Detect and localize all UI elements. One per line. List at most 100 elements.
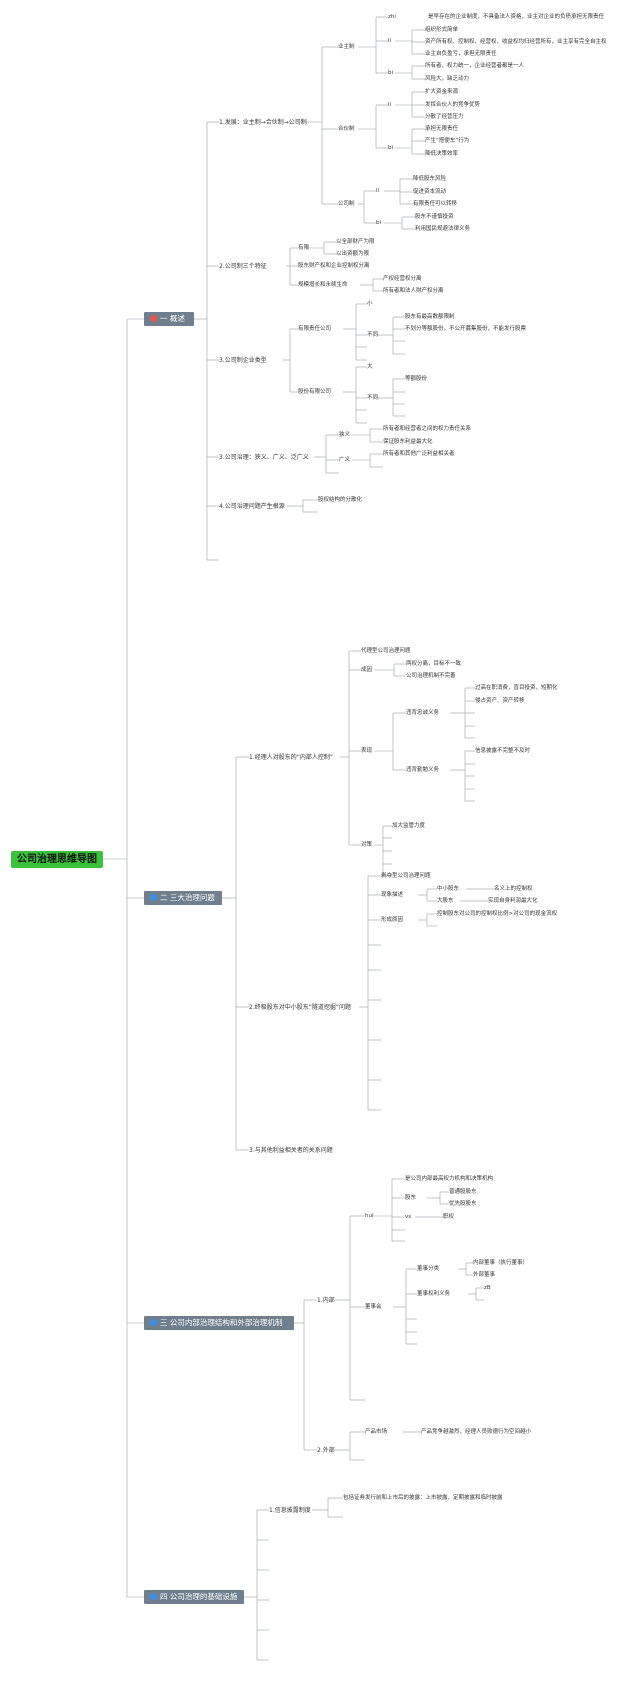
node-leaf[interactable]: 外部董事 <box>473 1272 496 1278</box>
node-leaf[interactable]: 内部董事（执行董事） <box>473 1260 529 1266</box>
node-narrow[interactable]: 狭义 <box>339 432 351 438</box>
node-corp[interactable]: 股份有限公司 <box>298 389 332 395</box>
section-problems[interactable]: 二 三大治理问题 <box>144 891 222 905</box>
node-leaf[interactable]: 控制股东对公司的控制权比例>对公司的现金流权 <box>437 911 558 917</box>
node-limited[interactable]: 有限 <box>298 245 310 251</box>
section-structure[interactable]: 三 公司内部治理结构和外部治理机制 <box>144 1316 294 1330</box>
node-stakeholders[interactable]: 3.与其他利益相关者的关系问题 <box>249 1147 333 1154</box>
node-bi[interactable]: bi <box>388 145 394 151</box>
node-leaf[interactable]: 普通股股东 <box>449 1189 477 1195</box>
node-bi[interactable]: bi <box>388 70 394 76</box>
node-reason[interactable]: 形成原因 <box>381 917 404 923</box>
node-leaf[interactable]: 所有者和经营者之间的权力责任关系 <box>383 426 472 432</box>
node-vs[interactable]: vs <box>405 1214 412 1220</box>
node-li[interactable]: li <box>376 188 380 194</box>
node-board-type[interactable]: 董事分类 <box>417 1266 440 1272</box>
node-leaf[interactable]: zB <box>484 1285 491 1291</box>
node-diligence[interactable]: 违背勤勉义务 <box>406 767 440 773</box>
node-leaf[interactable]: 资产所有权、控制权、经营权、收益权均归经营所有，业主享有完全自主权 <box>425 39 607 45</box>
node-leaf[interactable]: 股东财产权和企业控制权分离 <box>298 263 370 269</box>
node-leaf[interactable]: 两权分离，目标不一致 <box>406 661 462 667</box>
node-leaf[interactable]: 是公司内部最高权力机构和决策机构 <box>405 1176 494 1182</box>
node-governance[interactable]: 3.公司治理：狭义、广义、泛广义 <box>219 454 309 461</box>
node-leaf[interactable]: 职权 <box>443 1214 455 1220</box>
node-leaf[interactable]: 股权结构的分散化 <box>318 497 363 503</box>
node-leaf[interactable]: 加大监管力度 <box>392 823 426 829</box>
node-leaf[interactable]: 降低股东风险 <box>413 176 447 182</box>
node-leaf[interactable]: 扩大资金来源 <box>425 89 459 95</box>
node-market[interactable]: 产品市场 <box>365 1429 388 1435</box>
node-leaf[interactable]: 以出资额为限 <box>336 251 370 257</box>
node-zhi[interactable]: zhi <box>388 14 396 20</box>
node-leaf[interactable]: 名义上的控制权 <box>494 886 533 892</box>
node-leaf[interactable]: 所有者、权力统一，企业经营者都是一人 <box>425 63 525 69</box>
node-insider-control[interactable]: 1.经理人对股东的“内部人控制” <box>249 754 333 761</box>
node-leaf[interactable]: 分散了经营压力 <box>425 114 464 120</box>
node-leaf[interactable]: 业主自负盈亏，承担无限责任 <box>425 51 497 57</box>
node-cause[interactable]: 成因 <box>361 667 373 673</box>
node-phenomenon[interactable]: 现象描述 <box>381 892 404 898</box>
node-li[interactable]: li <box>388 38 392 44</box>
node-leaf[interactable]: 优先股股东 <box>449 1201 477 1207</box>
node-sole-proprietorship[interactable]: 业主制 <box>338 44 355 50</box>
node-company[interactable]: 公司制 <box>338 201 355 207</box>
node-leaf[interactable]: 风险大，缺乏动力 <box>425 76 470 82</box>
node-disclosure[interactable]: 1.信息披露制度 <box>269 1507 311 1514</box>
node-leaf[interactable]: 剥夺型公司治理问题 <box>381 873 431 879</box>
node-leaf[interactable]: 有限责任可以转移 <box>413 201 458 207</box>
node-leaf[interactable]: 保证股东利益最大化 <box>383 439 433 445</box>
node-shareholder[interactable]: 股东 <box>405 1195 417 1201</box>
node-internal[interactable]: 1.内部 <box>317 1297 335 1304</box>
node-development[interactable]: 1.发展：业主制→合伙制→公司制 <box>219 119 307 126</box>
node-bi[interactable]: bi <box>376 220 382 226</box>
node-leaf[interactable]: 组织形式简单 <box>425 27 459 33</box>
node-leaf[interactable]: 是早存在的企业制度，不具备法人资格，业主对企业的负债承担无限责任 <box>428 14 605 20</box>
section-overview[interactable]: 一 概述 <box>144 312 194 326</box>
root-node[interactable]: 公司治理思维导图 <box>11 851 103 868</box>
node-llc[interactable]: 有限责任公司 <box>298 326 332 332</box>
node-leaf[interactable]: 过高在职消费，盲目投资，短期化 <box>475 685 558 691</box>
node-leaf[interactable]: 侵占资产、资产转移 <box>475 698 525 704</box>
node-leaf[interactable]: 发挥合伙人的竞争优势 <box>425 102 481 108</box>
node-butong[interactable]: 不同 <box>367 332 379 338</box>
node-leaf[interactable]: 包括证券发行前和上市后的披露：上市披露、定期披露和临时披露 <box>343 1495 503 1501</box>
node-leaf[interactable]: 降低决策效率 <box>425 151 459 157</box>
node-leaf[interactable]: 促进资本流动 <box>413 189 447 195</box>
node-types[interactable]: 3.公司制企业类型 <box>219 357 267 364</box>
node-board-right[interactable]: 董事权利义务 <box>417 1291 451 1297</box>
node-performance[interactable]: 表现 <box>361 748 373 754</box>
node-big[interactable]: 大 <box>367 364 373 370</box>
node-hui[interactable]: hui <box>365 1213 374 1219</box>
node-leaf[interactable]: 股东有最高数额限制 <box>405 314 455 320</box>
node-features[interactable]: 2.公司制三个特征 <box>219 263 267 270</box>
node-leaf[interactable]: 利用国民规避法律义务 <box>415 226 471 232</box>
node-butong[interactable]: 不同 <box>367 395 379 401</box>
node-leaf[interactable]: 代理型公司治理问题 <box>361 648 411 654</box>
node-leaf[interactable]: 承担无限责任 <box>425 126 459 132</box>
node-board[interactable]: 董事会 <box>365 1304 382 1310</box>
node-partnership[interactable]: 合伙制 <box>338 126 355 132</box>
node-leaf[interactable]: 股东不谨慎投资 <box>415 214 454 220</box>
node-tunneling[interactable]: 2.终极股东对中小股东“隧道挖掘”问题 <box>249 1004 351 1011</box>
node-leaf[interactable]: 所有者和其他广泛利益相关者 <box>383 451 455 457</box>
node-leaf[interactable]: 信息披露不完整不及时 <box>475 748 531 754</box>
node-countermeasure[interactable]: 对策 <box>361 842 373 848</box>
node-leaf[interactable]: 产权经营权分离 <box>383 276 422 282</box>
section-infrastructure[interactable]: 四 公司治理的基础设施 <box>144 1590 244 1604</box>
node-leaf[interactable]: 等额股份 <box>405 376 428 382</box>
node-li[interactable]: li <box>388 102 392 108</box>
node-leaf[interactable]: 所有者和法人财产权分离 <box>383 288 444 294</box>
node-leaf[interactable]: 产品竞争越激烈，经理人员败德行为空间越小 <box>421 1429 532 1435</box>
node-leaf[interactable]: 以全部财产为限 <box>336 239 375 245</box>
node-minority[interactable]: 中小股东 <box>437 886 460 892</box>
node-leaf[interactable]: 实现自身利润最大化 <box>488 898 538 904</box>
node-scale[interactable]: 规模增长和永续生命 <box>298 282 348 288</box>
node-leaf[interactable]: 公司治理机制不完善 <box>406 673 456 679</box>
node-leaf[interactable]: 不划分等额股份，不公开募集股份，不能发行股票 <box>405 326 527 332</box>
node-problem-root[interactable]: 4.公司治理问题产生根源 <box>219 503 285 510</box>
node-small[interactable]: 小 <box>367 301 373 307</box>
node-leaf[interactable]: 产生“搭便车”行为 <box>425 138 470 144</box>
node-external[interactable]: 2.外部 <box>317 1447 335 1454</box>
node-major[interactable]: 大股东 <box>437 898 454 904</box>
node-loyalty[interactable]: 违背忠诚义务 <box>406 710 440 716</box>
